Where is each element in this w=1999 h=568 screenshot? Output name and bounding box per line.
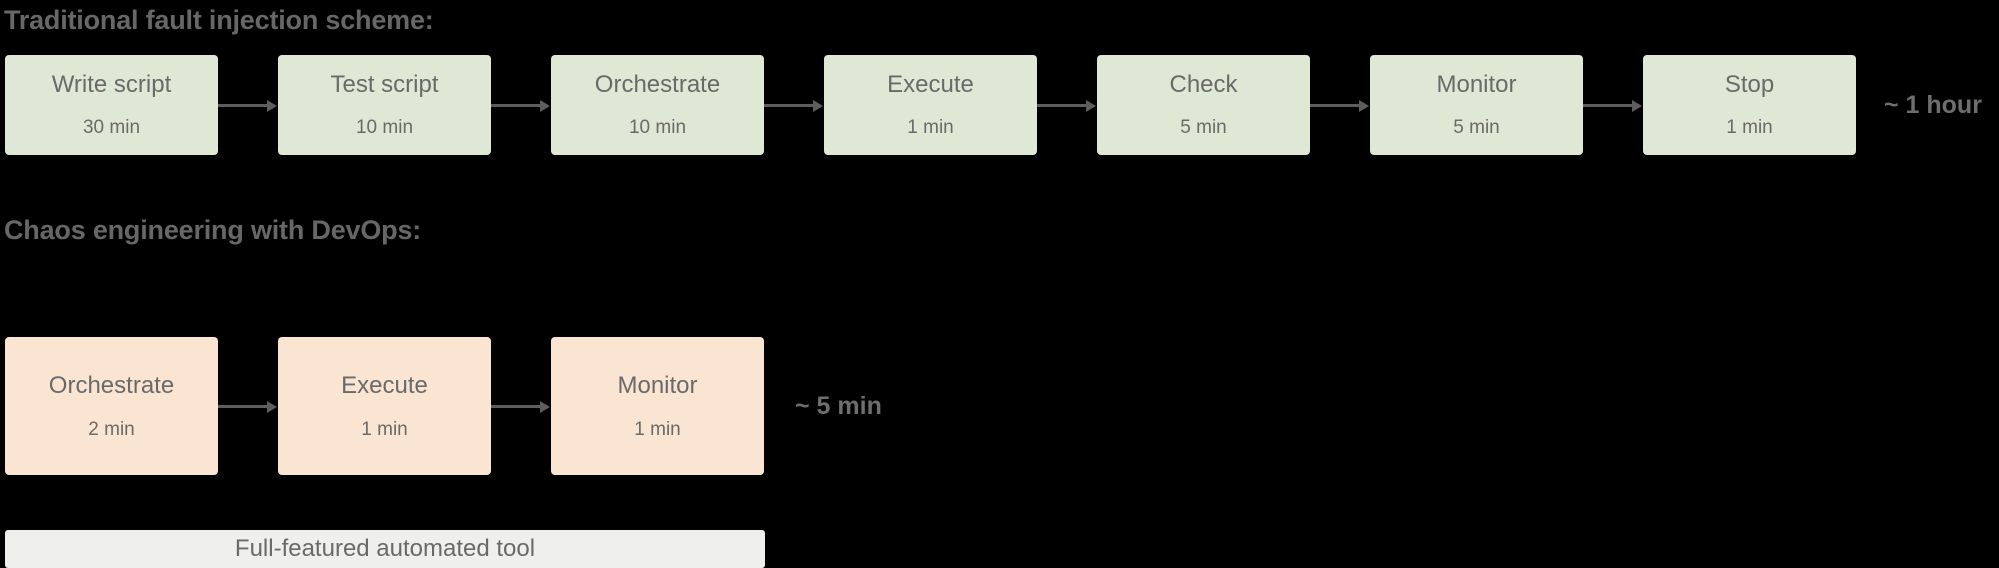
process-box-duration: 1 min: [361, 418, 408, 440]
process-box-title: Orchestrate: [594, 71, 721, 98]
process-box-check[interactable]: Check 5 min: [1097, 55, 1310, 155]
process-box-title: Test script: [330, 71, 439, 98]
process-box-execute[interactable]: Execute 1 min: [278, 337, 491, 475]
arrow-right-icon: [491, 400, 551, 413]
footer-bar-label: Full-featured automated tool: [234, 535, 536, 562]
arrow-shaft: [1583, 104, 1635, 107]
process-box-orchestrate[interactable]: Orchestrate 2 min: [5, 337, 218, 475]
arrow-right-icon: [1583, 99, 1643, 112]
arrow-head: [1632, 99, 1642, 112]
arrow-head: [813, 99, 823, 112]
process-box-orchestrate[interactable]: Orchestrate 10 min: [551, 55, 764, 155]
arrow-shaft: [218, 104, 270, 107]
arrow-head: [267, 99, 277, 112]
process-box-write-script[interactable]: Write script 30 min: [5, 55, 218, 155]
process-box-title: Write script: [51, 71, 172, 98]
arrow-right-icon: [491, 99, 551, 112]
arrow-shaft: [1037, 104, 1089, 107]
arrow-shaft: [218, 405, 270, 408]
process-box-duration: 30 min: [82, 117, 141, 138]
full-featured-automated-tool-bar[interactable]: Full-featured automated tool: [5, 530, 765, 568]
process-box-monitor[interactable]: Monitor 5 min: [1370, 55, 1583, 155]
arrow-shaft: [764, 104, 816, 107]
arrow-right-icon: [764, 99, 824, 112]
chaos-flow-row: Orchestrate 2 min Execute 1 min Monitor …: [5, 337, 882, 475]
arrow-shaft: [491, 405, 543, 408]
chaos-total-time-label: ~ 5 min: [795, 391, 882, 420]
process-box-duration: 1 min: [634, 418, 681, 440]
arrow-right-icon: [1310, 99, 1370, 112]
process-box-title: Check: [1169, 71, 1238, 98]
arrow-head: [540, 99, 550, 112]
process-box-execute[interactable]: Execute 1 min: [824, 55, 1037, 155]
traditional-section-heading: Traditional fault injection scheme:: [4, 5, 434, 35]
process-box-duration: 10 min: [628, 117, 687, 138]
process-box-title: Monitor: [617, 371, 698, 399]
process-box-title: Execute: [341, 371, 428, 399]
arrow-head: [1359, 99, 1369, 112]
process-box-test-script[interactable]: Test script 10 min: [278, 55, 491, 155]
process-box-stop[interactable]: Stop 1 min: [1643, 55, 1856, 155]
arrow-right-icon: [1037, 99, 1097, 112]
arrow-shaft: [1310, 104, 1362, 107]
process-box-title: Execute: [887, 71, 974, 98]
process-box-duration: 10 min: [355, 117, 414, 138]
process-box-duration: 2 min: [88, 418, 135, 440]
arrow-right-icon: [218, 99, 278, 112]
arrow-right-icon: [218, 400, 278, 413]
process-box-duration: 1 min: [907, 117, 954, 138]
process-box-title: Stop: [1724, 71, 1775, 98]
traditional-flow-row: Write script 30 min Test script 10 min O…: [5, 55, 1982, 155]
process-box-title: Monitor: [1436, 71, 1517, 98]
process-box-duration: 5 min: [1453, 117, 1500, 138]
arrow-shaft: [491, 104, 543, 107]
traditional-total-time-label: ~ 1 hour: [1884, 90, 1982, 119]
arrow-head: [1086, 99, 1096, 112]
process-box-title: Orchestrate: [48, 371, 175, 399]
arrow-head: [267, 400, 277, 413]
chaos-section-heading: Chaos engineering with DevOps:: [4, 215, 422, 245]
process-box-duration: 1 min: [1726, 117, 1773, 138]
process-box-monitor[interactable]: Monitor 1 min: [551, 337, 764, 475]
arrow-head: [540, 400, 550, 413]
process-box-duration: 5 min: [1180, 117, 1227, 138]
